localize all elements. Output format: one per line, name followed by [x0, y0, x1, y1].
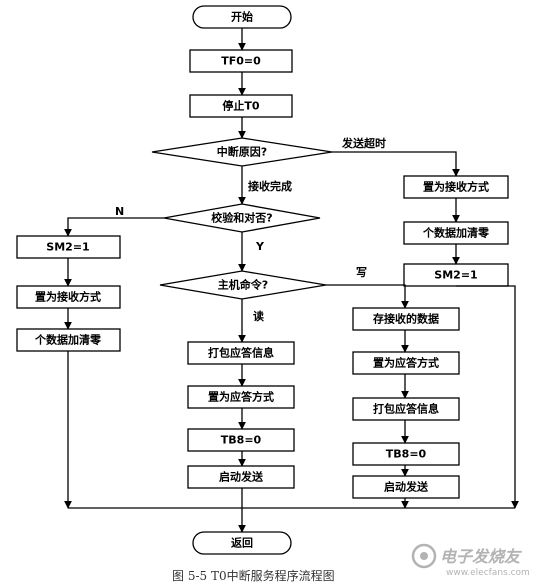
- edge-cmd-write: [326, 284, 409, 309]
- receive-done-edge-label: 接收完成: [248, 179, 292, 193]
- pack-info-mid-label: 打包应答信息: [208, 346, 274, 360]
- edge-far-return: [456, 285, 519, 509]
- edge-cause-timeout: [332, 151, 460, 177]
- interrupt-cause-label: 中断原因?: [217, 145, 267, 159]
- start-send-mid-label: 启动发送: [219, 470, 264, 484]
- stop-t0-label: 停止T0: [222, 99, 260, 113]
- sm2-far-label: SM2=1: [434, 269, 477, 282]
- set-receive-far-label: 置为接收方式: [423, 180, 489, 194]
- write-edge-label: 写: [356, 266, 367, 279]
- watermark-url: www.elecfans.com: [446, 568, 530, 578]
- timeout-edge-label: 发送超时: [341, 136, 386, 150]
- tb8-right-label: TB8=0: [386, 448, 427, 461]
- read-edge-label: 读: [253, 309, 264, 323]
- clear-count-far-label: 个数据加清零: [422, 226, 490, 240]
- start-send-right-label: 启动发送: [384, 480, 429, 494]
- yes-edge-label: Y: [255, 240, 265, 253]
- tb8-mid-label: TB8=0: [221, 434, 262, 447]
- return-label: 返回: [231, 536, 253, 550]
- store-data-label: 存接收的数据: [373, 312, 439, 326]
- set-reply-mid-label: 置为应答方式: [208, 390, 274, 404]
- watermark-logo: 电子发烧友 www.elecfans.com: [411, 543, 530, 578]
- tf0-label: TF0=0: [221, 55, 261, 68]
- sm2-left-label: SM2=1: [46, 241, 89, 254]
- start-label: 开始: [231, 10, 253, 24]
- pack-info-right-label: 打包应答信息: [373, 402, 439, 416]
- no-edge-label: N: [115, 205, 124, 218]
- clear-count-left-label: 个数据加清零: [34, 333, 102, 347]
- edge-verify-no: [64, 217, 164, 237]
- verify-label: 校验和对否?: [211, 211, 272, 225]
- watermark-logo-text: 电子发烧友: [440, 547, 523, 566]
- figure-caption: 图 5-5 T0中断服务程序流程图: [172, 568, 335, 583]
- host-command-label: 主机命令?: [218, 278, 268, 292]
- set-reply-right-label: 置为应答方式: [373, 356, 439, 370]
- set-receive-left-label: 置为接收方式: [35, 290, 101, 304]
- verify-decision: [163, 203, 321, 233]
